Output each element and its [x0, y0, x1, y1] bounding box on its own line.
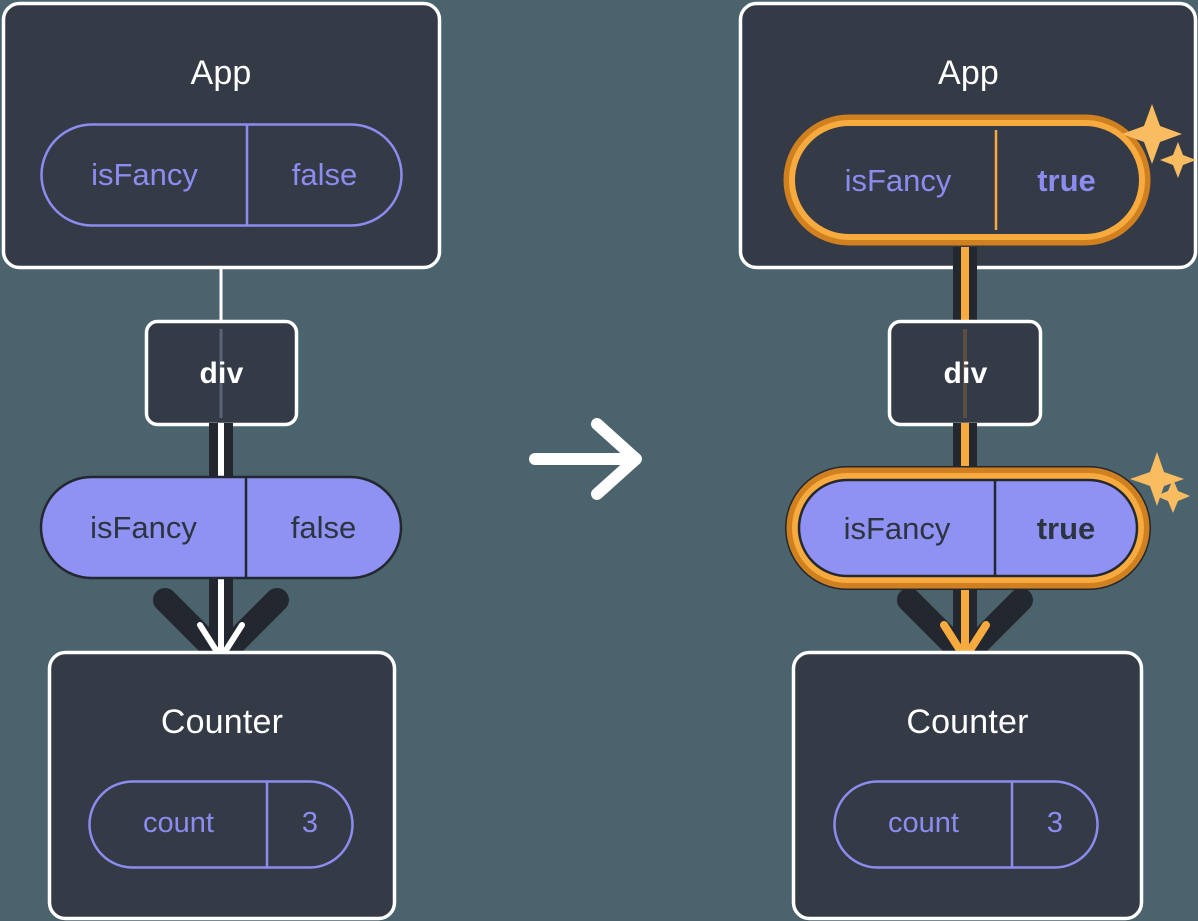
sparkle-icon-edge-large	[1130, 452, 1184, 506]
sparkle-icon-app-small	[1160, 142, 1196, 178]
pill-highlight-mid	[792, 473, 1144, 583]
edge-prop-pill-after	[785, 466, 1151, 590]
counter-title-after: Counter	[906, 703, 1029, 741]
counter-box-before	[47, 650, 397, 921]
app-prop-pill-after	[782, 113, 1152, 247]
counter-prop-value-after: 3	[1046, 807, 1064, 839]
pill-outline	[40, 123, 403, 227]
counter-title-before: Counter	[160, 703, 284, 741]
app-prop-key-before: isFancy	[91, 157, 198, 192]
counter-prop-value-before: 3	[301, 807, 319, 839]
pill-outline	[88, 780, 354, 869]
counter-box-after	[791, 650, 1144, 921]
panel-after	[738, 1, 1198, 921]
counter-prop-pill-after	[833, 780, 1099, 869]
app-prop-pill-before	[40, 123, 403, 227]
app-prop-key-after: isFancy	[844, 163, 952, 198]
sparkle-icon-edge-small	[1156, 479, 1190, 513]
app-prop-value-after: true	[1037, 163, 1096, 198]
app-box-before	[1, 1, 442, 270]
app-prop-value-before: false	[291, 157, 358, 192]
sparkle-icon-app-large	[1122, 104, 1182, 164]
counter-prop-pill-before	[88, 780, 354, 869]
panel-before	[1, 1, 442, 921]
edge-prop-value-after: true	[1036, 511, 1096, 546]
div-label-before: div	[199, 357, 244, 390]
pill-outline	[833, 780, 1099, 869]
transition-arrow-icon	[529, 418, 642, 500]
edge-prop-pill-before	[39, 475, 403, 580]
app-title-after: App	[937, 54, 1000, 92]
counter-prop-key-before: count	[143, 807, 214, 839]
pill-fill	[797, 478, 1139, 578]
edge-prop-value-before: false	[290, 510, 357, 545]
app-title-before: App	[190, 54, 252, 92]
div-label-after: div	[943, 357, 988, 390]
pill-highlight-inner	[789, 120, 1145, 240]
edge-prop-key-before: isFancy	[90, 510, 197, 545]
counter-prop-key-after: count	[888, 807, 959, 839]
edge-prop-key-after: isFancy	[843, 511, 951, 546]
pill-fill	[39, 475, 403, 580]
